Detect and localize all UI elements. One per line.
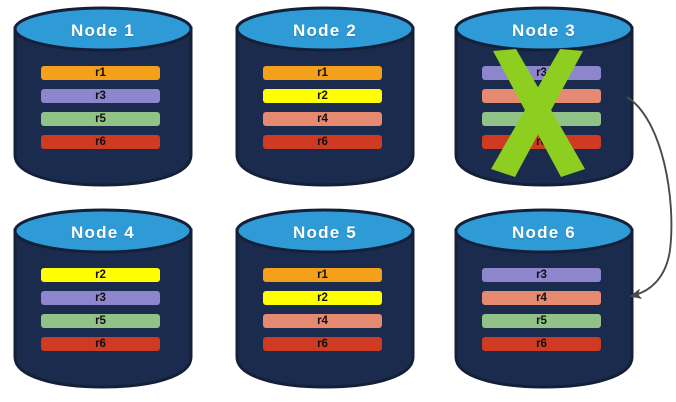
- replica-row-r3[interactable]: r3: [41, 291, 160, 305]
- replica-row-r6[interactable]: r6: [482, 135, 601, 149]
- replica-row-r3[interactable]: r3: [482, 268, 601, 282]
- node-cylinder-4[interactable]: Node 4 r2 r3 r5 r6: [12, 207, 194, 390]
- node-cylinder-5[interactable]: Node 5 r1 r2 r4 r6: [234, 207, 416, 390]
- replica-row-r4[interactable]: r4: [263, 314, 382, 328]
- replica-row-r4[interactable]: r4: [482, 291, 601, 305]
- replica-row-list: r1 r2 r4 r6: [263, 268, 387, 360]
- replica-row-list: r1 r3 r5 r6: [41, 66, 165, 158]
- replica-row-r6[interactable]: r6: [263, 337, 382, 351]
- cylinder-top-disc: [13, 208, 193, 254]
- node-cylinder-3[interactable]: Node 3 r3 r4 r5 r6: [453, 5, 635, 188]
- replica-row-r4[interactable]: r4: [482, 89, 601, 103]
- cylinder-top-disc: [13, 6, 193, 52]
- replica-row-r1[interactable]: r1: [41, 66, 160, 80]
- cylinder-top-disc: [235, 208, 415, 254]
- node-cylinder-1[interactable]: Node 1 r1 r3 r5 r6: [12, 5, 194, 188]
- replica-row-r2[interactable]: r2: [263, 291, 382, 305]
- replica-row-r2[interactable]: r2: [41, 268, 160, 282]
- replica-row-list: r1 r2 r4 r6: [263, 66, 387, 158]
- replica-row-r6[interactable]: r6: [41, 135, 160, 149]
- replica-row-r1[interactable]: r1: [263, 268, 382, 282]
- replica-row-r4[interactable]: r4: [263, 112, 382, 126]
- replica-row-r5[interactable]: r5: [482, 314, 601, 328]
- node-title: Node 5: [293, 223, 357, 242]
- replica-row-r3[interactable]: r3: [41, 89, 160, 103]
- replica-row-r6[interactable]: r6: [263, 135, 382, 149]
- replica-row-r6[interactable]: r6: [482, 337, 601, 351]
- replica-row-r5[interactable]: r5: [482, 112, 601, 126]
- cylinder-top-disc: [235, 6, 415, 52]
- node-cylinder-6[interactable]: Node 6 r3 r4 r5 r6: [453, 207, 635, 390]
- replica-row-r6[interactable]: r6: [41, 337, 160, 351]
- node-title: Node 1: [71, 21, 135, 40]
- replica-row-r1[interactable]: r1: [263, 66, 382, 80]
- replica-row-r2[interactable]: r2: [263, 89, 382, 103]
- replica-row-r3[interactable]: r3: [482, 66, 601, 80]
- node-title: Node 4: [71, 223, 135, 242]
- replica-row-list: r3 r4 r5 r6: [482, 268, 606, 360]
- replica-row-r5[interactable]: r5: [41, 112, 160, 126]
- node-title: Node 3: [512, 21, 576, 40]
- node-cylinder-2[interactable]: Node 2 r1 r2 r4 r6: [234, 5, 416, 188]
- replica-row-list: r3 r4 r5 r6: [482, 66, 606, 158]
- replica-row-list: r2 r3 r5 r6: [41, 268, 165, 360]
- node-title: Node 2: [293, 21, 357, 40]
- node-title: Node 6: [512, 223, 576, 242]
- replica-row-r5[interactable]: r5: [41, 314, 160, 328]
